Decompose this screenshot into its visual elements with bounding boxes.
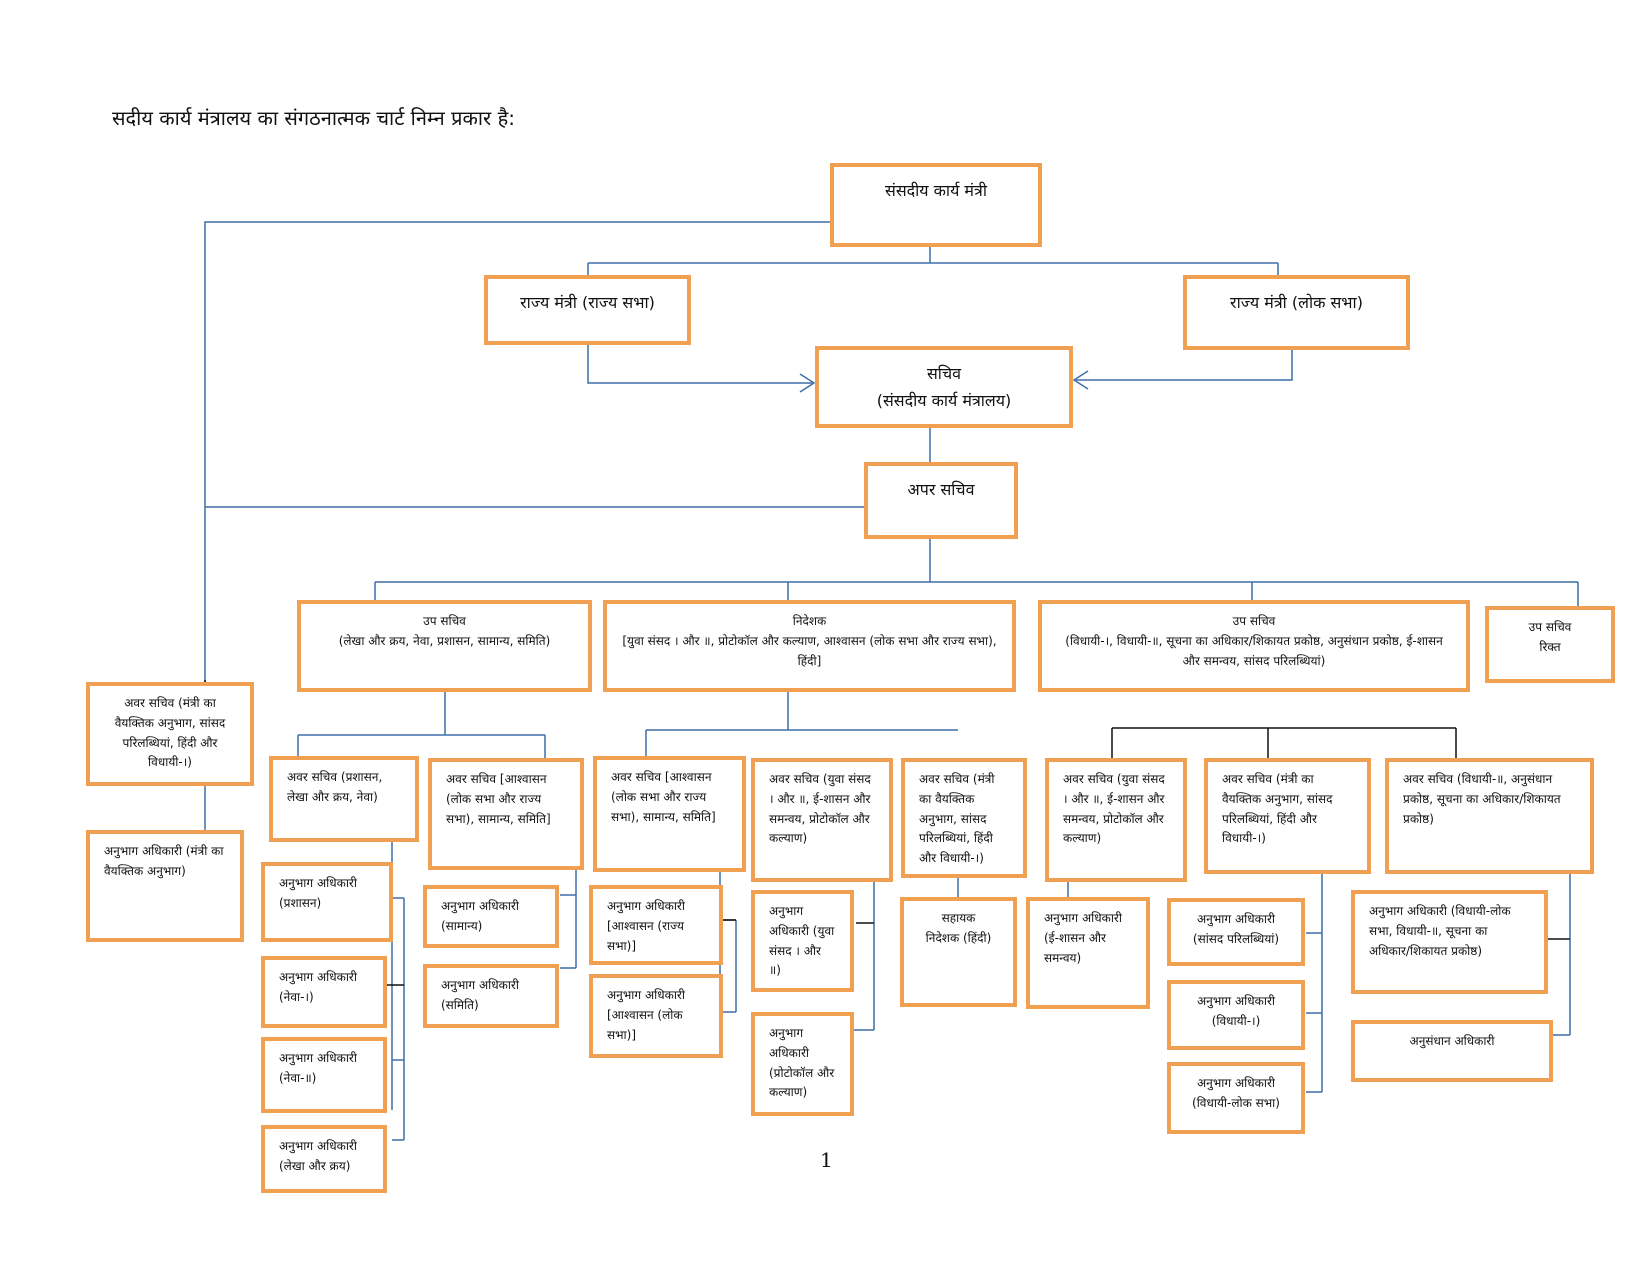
under-secretary-left-box: अवर सचिव (मंत्री का वैयक्तिक अनुभाग, सां… (86, 682, 254, 786)
section-officer-egov-label: अनुभाग अधिकारी (ई-शासन और समन्वय) (1044, 911, 1122, 965)
section-officer-accounts-label: अनुभाग अधिकारी (लेखा और क्रय) (279, 1139, 357, 1173)
deputy-secretary-1-box: उप सचिव (लेखा और क्रय, नेवा, प्रशासन, सा… (297, 600, 592, 692)
section-officer-neva1-label: अनुभाग अधिकारी (नेवा-।) (279, 970, 357, 1004)
section-officer-neva2-box: अनुभाग अधिकारी (नेवा-॥) (261, 1037, 387, 1113)
section-officer-legislative-ls-box: अनुभाग अधिकारी (विधायी-लोक सभा) (1167, 1062, 1305, 1134)
section-officer-assurance-ls-label: अनुभाग अधिकारी [आश्वासन (लोक सभा)] (607, 988, 685, 1042)
section-officer-general-label: अनुभाग अधिकारी (सामान्य) (441, 899, 519, 933)
section-officer-youth-box: अनुभाग अधिकारी (युवा संसद । और ॥) (751, 890, 854, 992)
mos-rajya-sabha-box: राज्य मंत्री (राज्य सभा) (484, 275, 691, 345)
under-secretary-h-box: अवर सचिव (विधायी-॥, अनुसंधान प्रकोष्ठ, स… (1385, 758, 1594, 874)
section-officer-assurance-rs-box: अनुभाग अधिकारी [आश्वासन (राज्य सभा)] (589, 885, 723, 965)
under-secretary-d-label: अवर सचिव (युवा संसद । और ॥, ई-शासन और सम… (769, 772, 871, 846)
under-secretary-b-box: अवर सचिव [आश्वासन (लोक सभा और राज्य सभा)… (428, 758, 584, 870)
section-officer-egov-box: अनुभाग अधिकारी (ई-शासन और समन्वय) (1026, 897, 1150, 1009)
section-officer-committee-box: अनुभाग अधिकारी (समिति) (423, 964, 559, 1028)
under-secretary-c-box: अवर सचिव [आश्वासन (लोक सभा और राज्य सभा)… (593, 756, 746, 872)
research-officer-box: अनुसंधान अधिकारी (1351, 1020, 1553, 1082)
section-officer-left-label: अनुभाग अधिकारी (मंत्री का वैयक्तिक अनुभा… (104, 844, 224, 878)
section-officer-neva1-box: अनुभाग अधिकारी (नेवा-।) (261, 956, 387, 1028)
minister-label: संसदीय कार्य मंत्री (885, 181, 987, 200)
section-officer-legislative1-label: अनुभाग अधिकारी (विधायी-।) (1197, 994, 1275, 1028)
section-officer-neva2-label: अनुभाग अधिकारी (नेवा-॥) (279, 1051, 357, 1085)
director-label: निदेशक [युवा संसद । और ॥, प्रोटोकॉल और क… (622, 614, 997, 668)
research-officer-label: अनुसंधान अधिकारी (1409, 1034, 1495, 1048)
section-officer-youth-label: अनुभाग अधिकारी (युवा संसद । और ॥) (769, 904, 835, 978)
under-secretary-b-label: अवर सचिव [आश्वासन (लोक सभा और राज्य सभा)… (446, 772, 551, 826)
under-secretary-e-box: अवर सचिव (मंत्री का वैयक्तिक अनुभाग, सां… (901, 758, 1027, 878)
page-number: 1 (820, 1148, 833, 1172)
section-officer-general-box: अनुभाग अधिकारी (सामान्य) (423, 885, 559, 948)
assistant-director-label: सहायक निदेशक (हिंदी) (925, 911, 992, 945)
under-secretary-f-label: अवर सचिव (युवा संसद । और ॥, ई-शासन और सम… (1063, 772, 1165, 846)
under-secretary-c-label: अवर सचिव [आश्वासन (लोक सभा और राज्य सभा)… (611, 770, 716, 824)
secretary-label: सचिव (संसदीय कार्य मंत्रालय) (876, 364, 1012, 411)
under-secretary-d-box: अवर सचिव (युवा संसद । और ॥, ई-शासन और सम… (751, 758, 893, 882)
section-officer-legislative-rti-label: अनुभाग अधिकारी (विधायी-लोक सभा, विधायी-॥… (1369, 904, 1511, 958)
section-officer-mp-label: अनुभाग अधिकारी (सांसद परिलब्धियां) (1192, 912, 1280, 946)
secretary-box: सचिव (संसदीय कार्य मंत्रालय) (815, 346, 1073, 428)
section-officer-accounts-box: अनुभाग अधिकारी (लेखा और क्रय) (261, 1125, 387, 1193)
deputy-secretary-vacant-box: उप सचिव रिक्त (1485, 606, 1615, 683)
section-officer-admin-box: अनुभाग अधिकारी (प्रशासन) (261, 862, 393, 942)
section-officer-legislative-rti-box: अनुभाग अधिकारी (विधायी-लोक सभा, विधायी-॥… (1351, 890, 1548, 994)
deputy-secretary-vacant-label: उप सचिव रिक्त (1528, 620, 1572, 654)
assistant-director-box: सहायक निदेशक (हिंदी) (900, 897, 1017, 1007)
mos-rajya-sabha-label: राज्य मंत्री (राज्य सभा) (520, 293, 655, 312)
mos-lok-sabha-label: राज्य मंत्री (लोक सभा) (1230, 293, 1363, 312)
section-officer-legislative1-box: अनुभाग अधिकारी (विधायी-।) (1167, 980, 1305, 1050)
under-secretary-a-box: अवर सचिव (प्रशासन, लेखा और क्रय, नेवा) (269, 756, 419, 842)
additional-secretary-label: अपर सचिव (907, 480, 975, 499)
under-secretary-a-label: अवर सचिव (प्रशासन, लेखा और क्रय, नेवा) (287, 770, 383, 804)
section-officer-assurance-rs-label: अनुभाग अधिकारी [आश्वासन (राज्य सभा)] (607, 899, 685, 953)
under-secretary-g-box: अवर सचिव (मंत्री का वैयक्तिक अनुभाग, सां… (1204, 758, 1371, 874)
under-secretary-e-label: अवर सचिव (मंत्री का वैयक्तिक अनुभाग, सां… (919, 772, 995, 866)
section-officer-admin-label: अनुभाग अधिकारी (प्रशासन) (279, 876, 357, 910)
section-officer-legislative-ls-label: अनुभाग अधिकारी (विधायी-लोक सभा) (1192, 1076, 1280, 1110)
section-officer-protocol-label: अनुभाग अधिकारी (प्रोटोकॉल और कल्याण) (769, 1026, 835, 1100)
deputy-secretary-1-label: उप सचिव (लेखा और क्रय, नेवा, प्रशासन, सा… (338, 614, 551, 648)
section-officer-left-box: अनुभाग अधिकारी (मंत्री का वैयक्तिक अनुभा… (86, 830, 244, 942)
section-officer-protocol-box: अनुभाग अधिकारी (प्रोटोकॉल और कल्याण) (751, 1012, 854, 1116)
director-box: निदेशक [युवा संसद । और ॥, प्रोटोकॉल और क… (603, 600, 1016, 692)
under-secretary-f-box: अवर सचिव (युवा संसद । और ॥, ई-शासन और सम… (1045, 758, 1187, 882)
under-secretary-h-label: अवर सचिव (विधायी-॥, अनुसंधान प्रकोष्ठ, स… (1403, 772, 1561, 826)
minister-box: संसदीय कार्य मंत्री (830, 163, 1042, 247)
deputy-secretary-2-box: उप सचिव (विधायी-।, विधायी-॥, सूचना का अध… (1038, 600, 1470, 692)
additional-secretary-box: अपर सचिव (864, 462, 1018, 539)
mos-lok-sabha-box: राज्य मंत्री (लोक सभा) (1183, 275, 1410, 350)
under-secretary-g-label: अवर सचिव (मंत्री का वैयक्तिक अनुभाग, सां… (1222, 772, 1333, 846)
section-officer-committee-label: अनुभाग अधिकारी (समिति) (441, 978, 519, 1012)
section-officer-assurance-ls-box: अनुभाग अधिकारी [आश्वासन (लोक सभा)] (589, 974, 723, 1058)
section-officer-mp-box: अनुभाग अधिकारी (सांसद परिलब्धियां) (1167, 898, 1305, 966)
under-secretary-left-label: अवर सचिव (मंत्री का वैयक्तिक अनुभाग, सां… (114, 696, 226, 770)
deputy-secretary-2-label: उप सचिव (विधायी-।, विधायी-॥, सूचना का अध… (1065, 614, 1443, 668)
page-title: सदीय कार्य मंत्रालय का संगठनात्मक चार्ट … (112, 106, 515, 130)
